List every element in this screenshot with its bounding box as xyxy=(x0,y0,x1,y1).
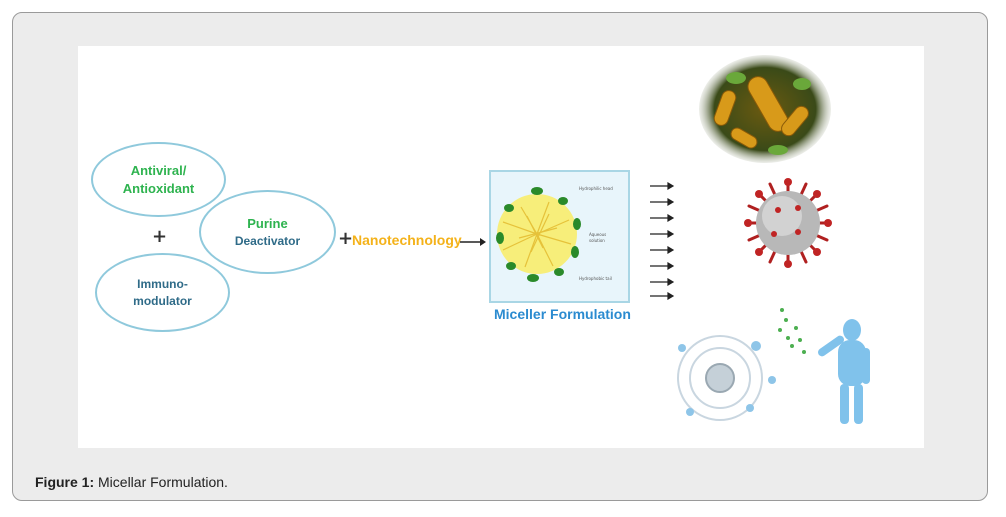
antiviral-label: Antiviral/ xyxy=(130,162,187,178)
purine-label: Purine xyxy=(247,216,288,232)
modulator-label: modulator xyxy=(133,293,192,308)
antioxidant-label: Antioxidant xyxy=(122,180,195,196)
immuno-label: Immuno- xyxy=(137,277,188,292)
purine-deactivator-ellipse: Purine Deactivator xyxy=(199,190,336,274)
plus-sign-horizontal: + xyxy=(338,228,354,249)
antiviral-antioxidant-ellipse: Antiviral/ Antioxidant xyxy=(91,142,226,217)
immunomodulator-ellipse: Immuno- modulator xyxy=(95,253,230,332)
figure-caption-text: Micellar Formulation. xyxy=(98,474,228,490)
hydrophilic-head-annotation: Hydrophilic head xyxy=(579,186,613,191)
plus-sign-vertical: + xyxy=(152,226,168,247)
nanotechnology-label: Nanotechnology xyxy=(352,232,462,248)
figure-caption-label: Figure 1: xyxy=(35,474,95,490)
hydrophobic-tail-annotation: Hydrophobic tail xyxy=(579,276,612,281)
micelle-diagram-box: Hydrophilic head Aqueous solution Hydrop… xyxy=(489,170,630,303)
output-arrows xyxy=(650,181,675,300)
solution-annotation: solution xyxy=(589,238,605,243)
coronavirus-image xyxy=(744,178,832,268)
micelle-illustration xyxy=(496,187,581,282)
miceller-formulation-label: Miceller Formulation xyxy=(494,306,631,322)
figure-caption: Figure 1: Micellar Formulation. xyxy=(35,474,228,490)
human-body-image xyxy=(677,308,870,424)
aqueous-annotation: Aqueous xyxy=(589,232,607,237)
bacteria-image xyxy=(699,55,831,163)
deactivator-label: Deactivator xyxy=(234,233,301,248)
nano-to-micelle-arrow xyxy=(460,238,486,246)
